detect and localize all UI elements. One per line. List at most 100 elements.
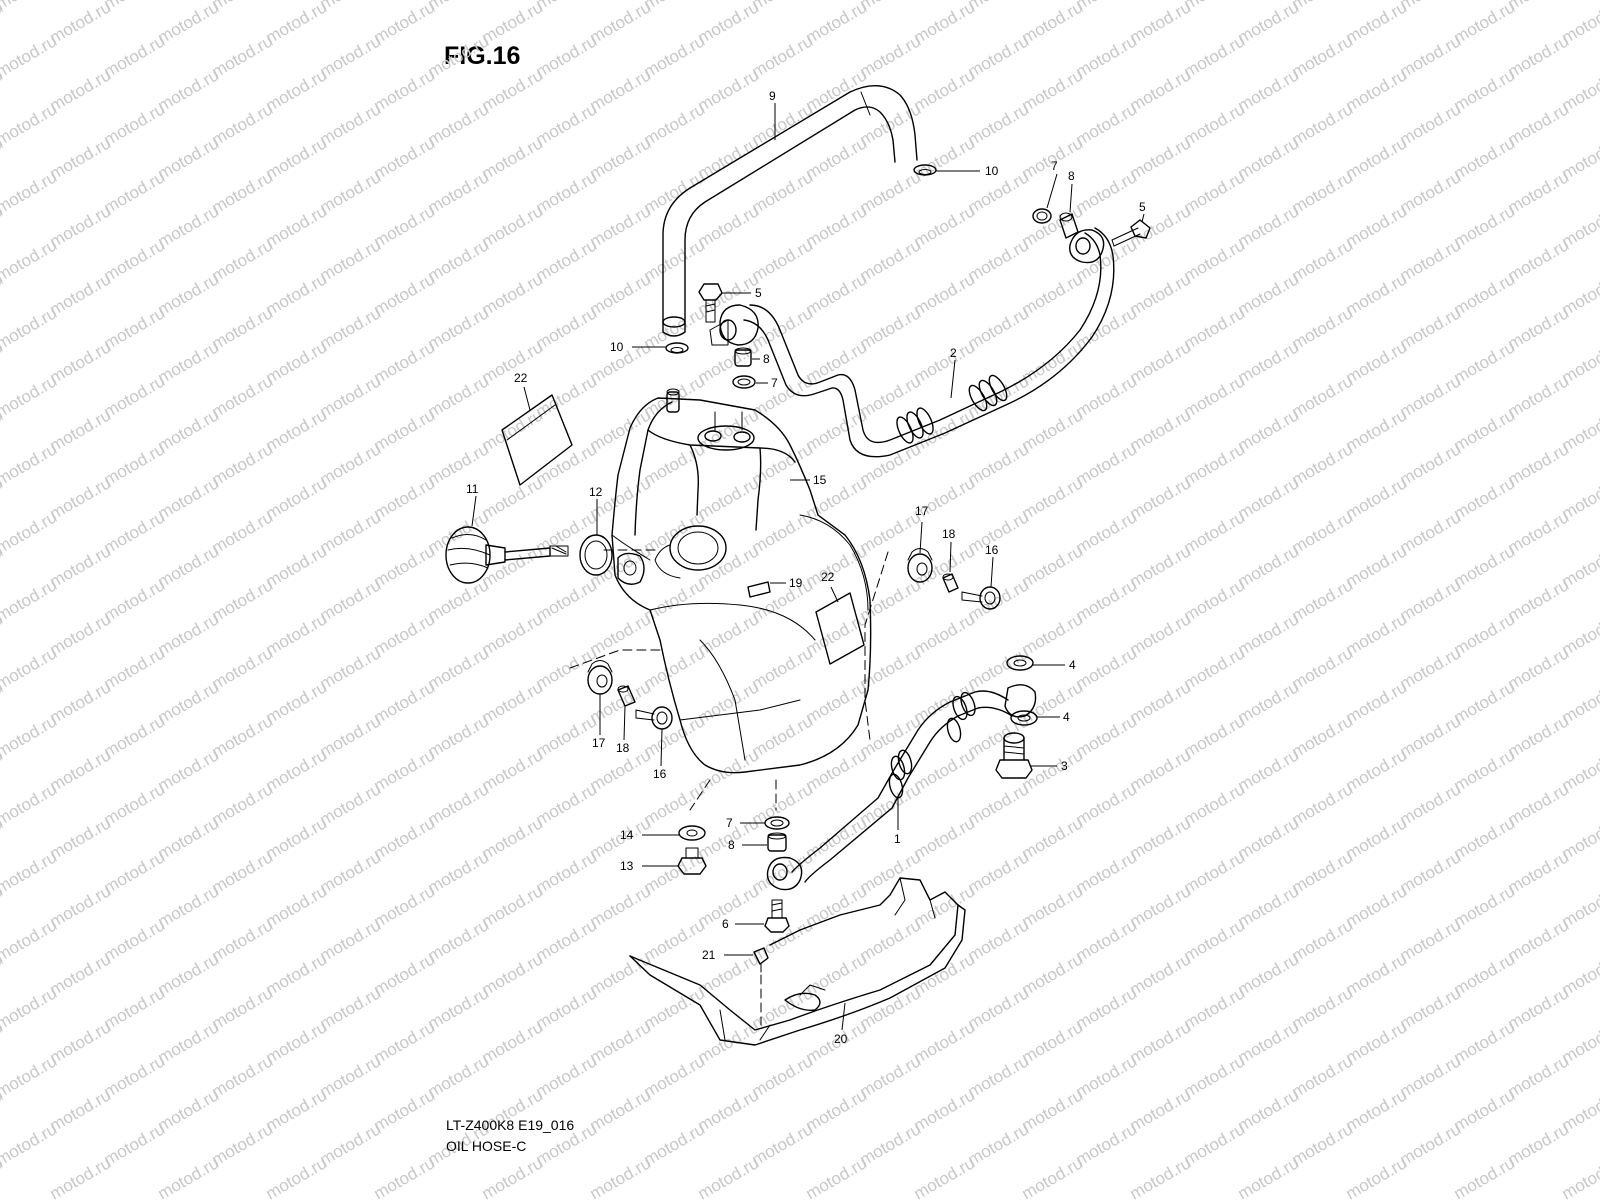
watermark-text: motod.ru	[1289, 371, 1357, 421]
watermark-text: motod.ru	[1451, 405, 1519, 455]
watermark-text: motod.ru	[479, 1153, 547, 1200]
watermark-text: motod.ru	[641, 1051, 709, 1101]
watermark-text: motod.ru	[1343, 0, 1411, 47]
label-part-22-on-tank	[815, 592, 865, 665]
callout-20: 20	[834, 1032, 848, 1046]
watermark-text: motod.ru	[317, 847, 385, 897]
watermark-text: motod.ru	[101, 1119, 169, 1169]
watermark-text: motod.ru	[263, 201, 331, 251]
watermark-text: motod.ru	[1073, 371, 1141, 421]
watermark-text: motod.ru	[47, 269, 115, 319]
watermark-text: motod.ru	[47, 1085, 115, 1135]
label-part-22-left	[501, 394, 573, 486]
watermark-text: motod.ru	[1289, 779, 1357, 829]
watermark-text: motod.ru	[803, 1153, 871, 1200]
watermark-text: motod.ru	[587, 1017, 655, 1067]
watermark-text: motod.ru	[47, 201, 115, 251]
watermark-text: motod.ru	[1235, 1085, 1303, 1135]
watermark-text: motod.ru	[209, 303, 277, 353]
watermark-text: motod.ru	[911, 1153, 979, 1200]
sleeve-part-8-lower	[767, 832, 787, 852]
watermark-text: motod.ru	[479, 405, 547, 455]
watermark-text: motod.ru	[587, 881, 655, 931]
watermark-text: motod.ru	[371, 269, 439, 319]
watermark-text: motod.ru	[695, 133, 763, 183]
watermark-text: motod.ru	[1073, 711, 1141, 761]
watermark-text: motod.ru	[425, 643, 493, 693]
watermark-text: motod.ru	[1559, 1153, 1600, 1200]
watermark-text: motod.ru	[803, 133, 871, 183]
watermark-text: motod.ru	[425, 31, 493, 81]
watermark-text: motod.ru	[263, 1017, 331, 1067]
watermark-text: motod.ru	[479, 201, 547, 251]
watermark-text: motod.ru	[263, 473, 331, 523]
watermark-text: motod.ru	[533, 167, 601, 217]
watermark-text: motod.ru	[965, 915, 1033, 965]
watermark-text: motod.ru	[1127, 813, 1195, 863]
watermark-text: motod.ru	[533, 507, 601, 557]
grommet-part-17-left	[587, 660, 613, 695]
watermark-text: motod.ru	[0, 439, 60, 489]
watermark-text: motod.ru	[1073, 1119, 1141, 1169]
watermark-text: motod.ru	[209, 779, 277, 829]
watermark-text: motod.ru	[1343, 405, 1411, 455]
watermark-text: motod.ru	[155, 201, 223, 251]
watermark-text: motod.ru	[1127, 1017, 1195, 1067]
watermark-text: motod.ru	[1235, 0, 1303, 47]
bolt-part-5-upper	[1111, 219, 1151, 247]
o-ring-part-12	[579, 534, 613, 576]
watermark-text: motod.ru	[209, 235, 277, 285]
watermark-text: motod.ru	[425, 575, 493, 625]
watermark-text: motod.ru	[263, 677, 331, 727]
watermark-text: motod.ru	[209, 915, 277, 965]
watermark-text: motod.ru	[749, 643, 817, 693]
watermark-text: motod.ru	[371, 949, 439, 999]
watermark-text: motod.ru	[641, 371, 709, 421]
bolt-part-16-left	[635, 706, 673, 730]
watermark-text: motod.ru	[1127, 65, 1195, 115]
watermark-text: motod.ru	[155, 337, 223, 387]
watermark-text: motod.ru	[371, 609, 439, 659]
watermark-text: motod.ru	[1397, 507, 1465, 557]
watermark-text: motod.ru	[857, 235, 925, 285]
watermark-text: motod.ru	[1127, 1153, 1195, 1200]
watermark-text: motod.ru	[1019, 949, 1087, 999]
watermark-text: motod.ru	[587, 201, 655, 251]
watermark-text: motod.ru	[1343, 813, 1411, 863]
watermark-text: motod.ru	[371, 201, 439, 251]
figure-title: FIG.16	[444, 42, 521, 70]
watermark-text: motod.ru	[1073, 983, 1141, 1033]
watermark-text: motod.ru	[1343, 473, 1411, 523]
watermark-text: motod.ru	[1451, 813, 1519, 863]
watermark-text: motod.ru	[0, 1119, 60, 1169]
watermark-text: motod.ru	[1397, 847, 1465, 897]
watermark-text: motod.ru	[1343, 541, 1411, 591]
watermark-text: motod.ru	[749, 1119, 817, 1169]
watermark-text: motod.ru	[1451, 949, 1519, 999]
watermark-text: motod.ru	[371, 1085, 439, 1135]
watermark-text: motod.ru	[749, 235, 817, 285]
watermark-text: motod.ru	[965, 1051, 1033, 1101]
watermark-text: motod.ru	[965, 779, 1033, 829]
watermark-text: motod.ru	[965, 31, 1033, 81]
watermark-text: motod.ru	[1181, 439, 1249, 489]
watermark-text: motod.ru	[317, 711, 385, 761]
watermark-text: motod.ru	[1019, 1085, 1087, 1135]
watermark-text: motod.ru	[317, 167, 385, 217]
watermark-text: motod.ru	[1451, 1085, 1519, 1135]
watermark-text: motod.ru	[317, 983, 385, 1033]
watermark-text: motod.ru	[1019, 405, 1087, 455]
callout-22-left: 22	[514, 371, 528, 385]
watermark-text: motod.ru	[1289, 1119, 1357, 1169]
watermark-text: motod.ru	[317, 303, 385, 353]
watermark-text: motod.ru	[1505, 643, 1573, 693]
watermark-text: motod.ru	[1505, 983, 1573, 1033]
watermark-text: motod.ru	[749, 1051, 817, 1101]
watermark-text: motod.ru	[317, 439, 385, 489]
watermark-text: motod.ru	[47, 949, 115, 999]
watermark-text: motod.ru	[0, 711, 60, 761]
watermark-text: motod.ru	[263, 269, 331, 319]
callout-16-left: 16	[653, 767, 667, 781]
watermark-text: motod.ru	[317, 1051, 385, 1101]
